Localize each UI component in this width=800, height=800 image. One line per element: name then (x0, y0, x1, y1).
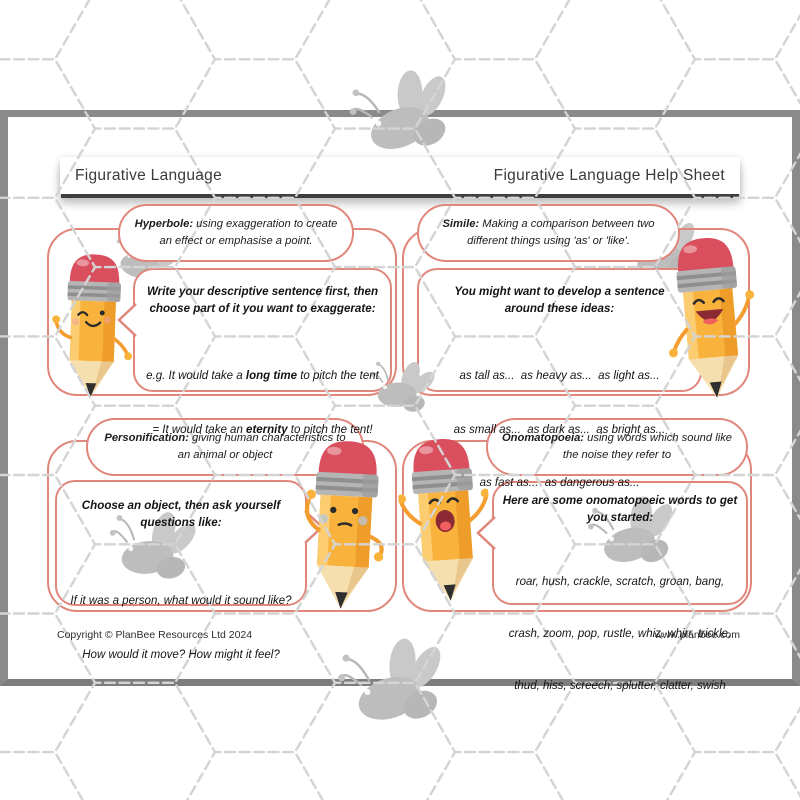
worksheet-subtitle: Figurative Language Help Sheet (493, 166, 725, 184)
example-line: as fast as... as dangerous as... (479, 477, 640, 490)
example-line: How would it move? How might it feel? (82, 648, 280, 661)
term-label: Hyperbole: (134, 218, 194, 231)
example-line: roar, hush, crackle, scratch, groan, ban… (515, 576, 725, 589)
prompt-text: Write your descriptive sentence first, t… (135, 284, 390, 318)
website-link: www.planbee.com (654, 629, 740, 641)
worksheet-title: Figurative Language (75, 166, 223, 184)
prompt-line: Write your descriptive sentence first, t… (146, 285, 379, 298)
term-label: Simile: (442, 218, 480, 231)
speech-bubble-simile: You might want to develop a sentence aro… (417, 268, 702, 489)
example-line: e.g. It would take a long time to pitch … (146, 370, 379, 383)
copyright-text: Copyright © PlanBee Resources Ltd 2024 (57, 629, 253, 641)
example-line: = It would take an eternity to pitch the… (152, 423, 373, 436)
example-line: as tall as... as heavy as... as light as… (459, 370, 660, 383)
prompt-line: Here are some onomatopoeic words to get (502, 494, 738, 507)
prompt-text: Here are some onomatopoeic words to get … (494, 493, 746, 527)
prompt-line: you started: (586, 510, 654, 524)
prompt-line: You might want to develop a sentence (454, 285, 665, 298)
header-bar: Figurative Language Figurative Language … (60, 157, 740, 194)
example-line: thud, hiss, screech, splutter, clatter, … (514, 679, 726, 692)
prompt-line: questions like: (140, 515, 222, 529)
example-line: If it was a person, what would it sound … (70, 595, 292, 608)
prompt-line: choose part of it you want to exaggerate… (149, 301, 376, 315)
pill-text: Hyperbole: using exaggeration to create … (132, 216, 340, 250)
prompt-line: around these ideas: (504, 301, 615, 315)
definition-text: Making a comparison between two differen… (467, 218, 655, 247)
prompt-text: You might want to develop a sentence aro… (419, 284, 700, 318)
speech-bubble-onomatopoeia: Here are some onomatopoeic words to get … (492, 481, 748, 692)
example-text: e.g. It would take a long time to pitch … (135, 333, 390, 476)
speech-bubble-hyperbole: Write your descriptive sentence first, t… (133, 268, 392, 436)
bee-icon (338, 638, 441, 720)
prompt-text: Choose an object, then ask yourself ques… (57, 498, 305, 532)
prompt-line: Choose an object, then ask yourself (81, 499, 281, 512)
pill-text: Simile: Making a comparison between two … (431, 216, 666, 250)
pencil-character-winking-icon (52, 254, 133, 398)
title-pill-simile: Simile: Making a comparison between two … (417, 204, 680, 262)
example-line: as small as... as dark as... as bright a… (453, 423, 666, 436)
title-pill-hyperbole: Hyperbole: using exaggeration to create … (118, 204, 354, 262)
